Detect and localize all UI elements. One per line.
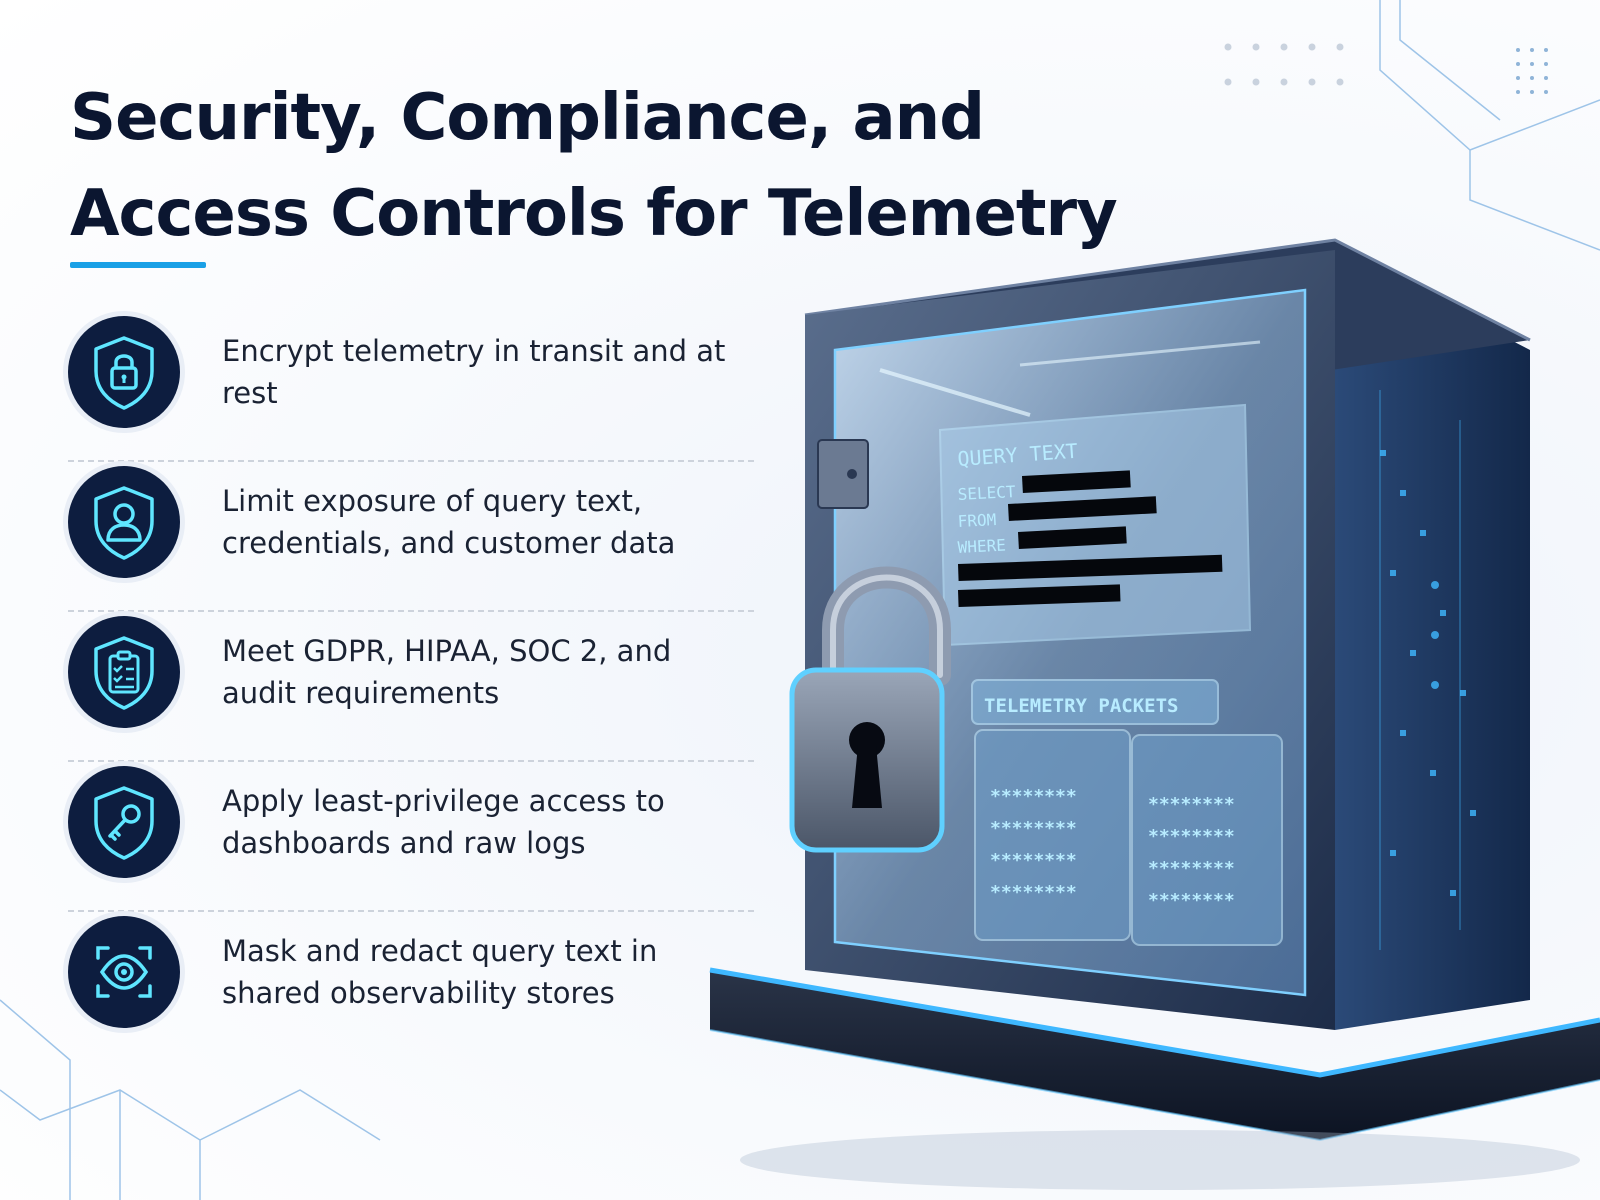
vault-side-panel <box>1335 250 1530 1030</box>
query-text-panel: QUERY TEXT SELECT FROM WHERE <box>938 403 1252 647</box>
masked-field: ******** <box>990 786 1077 807</box>
title-accent-bar <box>70 262 206 268</box>
telemetry-packets-panel: TELEMETRY PACKETS ******** ******** ****… <box>971 679 1283 946</box>
shield-lock-icon <box>68 316 180 428</box>
item-divider <box>68 910 754 912</box>
masked-field: ******** <box>990 882 1077 903</box>
redaction-bar <box>957 584 1121 607</box>
dot-grid-decoration <box>1224 43 1344 86</box>
feature-text-limit-exposure: Limit exposure of query text, credential… <box>222 484 676 560</box>
eye-scan-icon <box>68 916 180 1028</box>
masked-field: ******** <box>990 818 1077 839</box>
shield-clipboard-icon <box>68 616 180 728</box>
shield-user-icon <box>68 466 180 578</box>
redaction-bar <box>1008 496 1157 521</box>
feature-text-mask-redact: Mask and redact query text in shared obs… <box>222 934 658 1010</box>
redaction-bar <box>957 554 1223 581</box>
masked-field: ******** <box>1148 858 1235 879</box>
side-data-lights <box>1380 450 1476 896</box>
page-title: Security, Compliance, and Access Control… <box>70 70 1130 262</box>
shield-key-icon <box>68 766 180 878</box>
query-keyword-from: FROM <box>957 510 996 531</box>
item-divider <box>68 760 754 762</box>
telemetry-packets-title: TELEMETRY PACKETS <box>984 695 1178 717</box>
redaction-bar <box>1018 526 1127 549</box>
vault-illustration: QUERY TEXT SELECT FROM WHERE TELEMETRY P… <box>709 238 1600 1190</box>
feature-text-encrypt: Encrypt telemetry in transit and at rest <box>222 334 726 410</box>
masked-field: ******** <box>1148 890 1235 911</box>
feature-item-mask-redact: Mask and redact query text in shared obs… <box>68 912 754 1062</box>
feature-item-limit-exposure: Limit exposure of query text, credential… <box>68 462 754 612</box>
vault-base <box>709 967 1600 1190</box>
feature-text-least-privilege: Apply least-privilege access to dashboar… <box>222 784 665 860</box>
page-title-line-2: Access Controls for Telemetry <box>70 177 1118 251</box>
feature-item-least-privilege: Apply least-privilege access to dashboar… <box>68 762 754 912</box>
masked-field: ******** <box>990 850 1077 871</box>
feature-item-compliance: Meet GDPR, HIPAA, SOC 2, and audit requi… <box>68 612 754 762</box>
query-keyword-where: WHERE <box>957 535 1006 556</box>
padlock-icon <box>789 566 951 853</box>
feature-text-compliance: Meet GDPR, HIPAA, SOC 2, and audit requi… <box>222 634 672 710</box>
query-keyword-select: SELECT <box>957 482 1016 504</box>
telemetry-packet-card <box>1131 734 1283 946</box>
dot-cluster-decoration <box>1516 48 1548 94</box>
page-title-line-1: Security, Compliance, and <box>70 81 985 155</box>
item-divider <box>68 460 754 462</box>
masked-field: ******** <box>1148 826 1235 847</box>
feature-list: Encrypt telemetry in transit and at rest… <box>68 312 754 1062</box>
item-divider <box>68 610 754 612</box>
redaction-bar <box>1022 470 1131 493</box>
vault-door-hinge <box>817 439 869 509</box>
feature-item-encrypt: Encrypt telemetry in transit and at rest <box>68 312 754 462</box>
masked-field: ******** <box>1148 794 1235 815</box>
telemetry-packet-card <box>974 729 1131 941</box>
